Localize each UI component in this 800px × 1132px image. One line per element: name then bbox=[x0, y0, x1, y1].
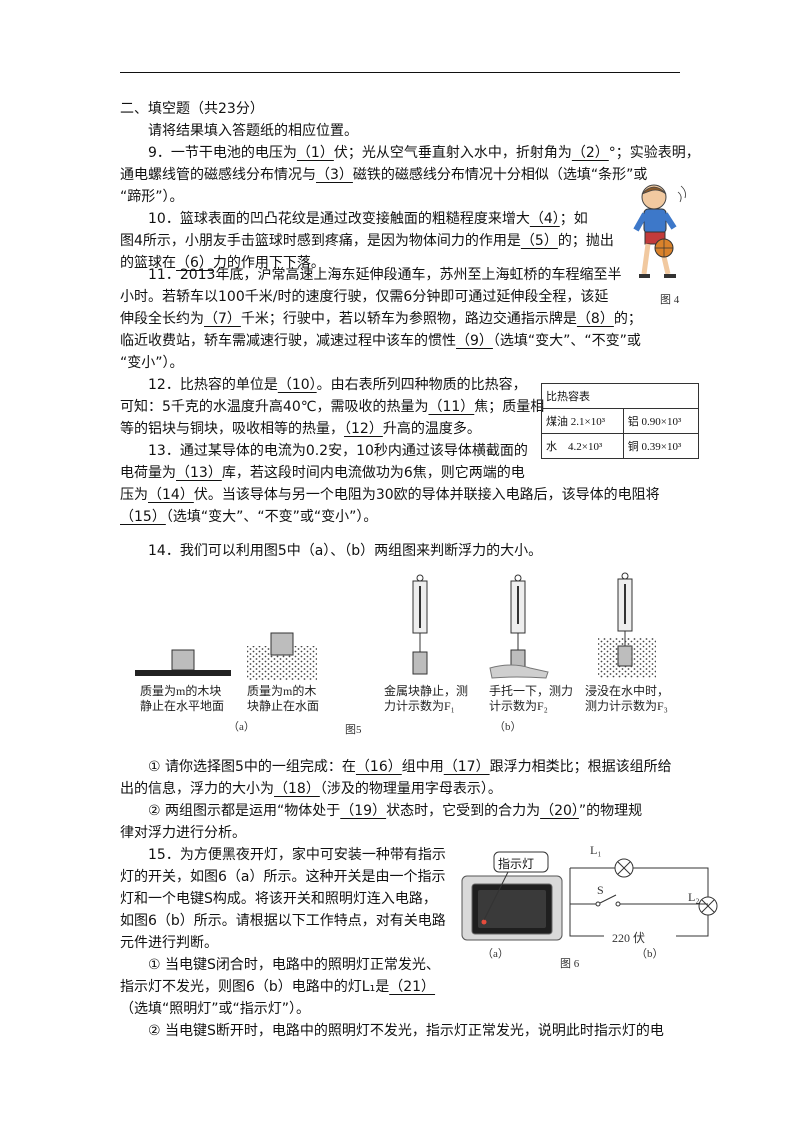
figure-6b-circuit bbox=[569, 858, 718, 944]
blank-2[interactable]: （2） bbox=[571, 145, 609, 161]
blank-5[interactable]: （5） bbox=[520, 233, 558, 249]
fig5-caption-3: 金属块静止，测力计示数为F₁ bbox=[384, 684, 469, 713]
table-cell: 铜 0.39×10³ bbox=[622, 433, 700, 459]
q15-sub1-line3: （选填“照明灯”或“指示灯”）。 bbox=[120, 1001, 311, 1017]
lamp-l2-label: L₂ bbox=[688, 890, 700, 904]
header-rule bbox=[120, 72, 680, 73]
q15-sub2-line1: ② 当电键S断开时，电路中的照明灯不发光，指示灯正常发光，说明此时指示灯的电 bbox=[148, 1023, 664, 1039]
fig5-caption-5: 浸没在水中时，测力计示数为F₃ bbox=[585, 684, 670, 713]
q13-line3: 压为（14）伏。当该导体与另一个电阻为30欧的导体并联接入电路后，该导体的电阻将 bbox=[120, 487, 660, 503]
q10-line1: 10．篮球表面的凹凸花纹是通过改变接触面的粗糙程度来增大（4）；如 bbox=[148, 211, 588, 227]
indicator-callout: 指示灯 bbox=[498, 857, 535, 871]
block-on-ground-diagram bbox=[135, 649, 231, 676]
block-on-water-diagram bbox=[247, 632, 317, 680]
blank-12[interactable]: （12） bbox=[344, 421, 383, 437]
q11-line4: 临近收费站，轿车需减速行驶，减速过程中该车的惯性（9）（选填“变大”、“不变”或 bbox=[120, 333, 641, 349]
blank-3[interactable]: （3） bbox=[316, 167, 353, 183]
blank-10[interactable]: （10） bbox=[277, 377, 317, 393]
q12-line1: 12．比热容的单位是（10）。由右表所列四种物质的比热容， bbox=[148, 377, 527, 393]
blank-4[interactable]: （4） bbox=[529, 211, 560, 227]
blank-19[interactable]: （19） bbox=[340, 803, 387, 819]
figure-5-drawings bbox=[135, 572, 656, 680]
figure-4-label: 图 4 bbox=[660, 294, 680, 306]
lamp-l1-diagram bbox=[614, 858, 634, 878]
q14-sub1-line2: 出的信息，浮力的大小为（18）（涉及的物理量用字母表示）。 bbox=[120, 781, 502, 797]
fig5-caption-1: 质量为m的木块静止在水平地面 bbox=[140, 684, 225, 713]
blank-17[interactable]: （17） bbox=[443, 759, 490, 775]
blank-1[interactable]: （1） bbox=[296, 145, 334, 161]
blank-16[interactable]: （16） bbox=[355, 759, 402, 775]
q13-line1: 13．通过某导体的电流为0.2安，10秒内通过该导体横截面的 bbox=[148, 443, 528, 459]
fig5-label: 图5 bbox=[345, 724, 362, 736]
q11-line2: 小时。若轿车以100千米/时的速度行驶，仅需6分钟即可通过延伸段全程，该延 bbox=[120, 289, 609, 305]
table-title: 比热容表 bbox=[541, 383, 699, 409]
fig5-caption-4: 手托一下，测力计示数为F₂ bbox=[489, 684, 574, 713]
blank-14[interactable]: （14） bbox=[148, 487, 194, 503]
voltage-label: 220 伏 bbox=[612, 931, 646, 945]
switch-s-label: S bbox=[597, 883, 604, 897]
fig6-sub-b: （b） bbox=[636, 948, 664, 960]
q9-line3: “蹄形”）。 bbox=[120, 189, 184, 205]
blank-7[interactable]: （7） bbox=[204, 311, 241, 327]
spring-scale-1-diagram bbox=[412, 574, 428, 675]
q9-line1: 9．一节干电池的电压为（1）伏；光从空气垂直射入水中，折射角为（2）°；实验表明… bbox=[148, 145, 700, 161]
table-cell: 铝 0.90×10³ bbox=[622, 408, 700, 434]
q15-line1: 15．为方便黑夜开灯，家中可安装一种带有指示 bbox=[148, 847, 446, 863]
q13-line4: （15）（选填“变大”、“不变”或“变小”）。 bbox=[120, 509, 378, 525]
switch-s-diagram bbox=[570, 894, 708, 907]
q12-line3: 等的铝块与铜块，吸收相等的热量，（12）升高的温度多。 bbox=[120, 421, 481, 437]
blank-18[interactable]: （18） bbox=[274, 781, 320, 797]
q11-line1: 11．2013年底，沪常高速上海东延伸段通车，苏州至上海虹桥的车程缩至半 bbox=[148, 267, 622, 283]
q14-sub2-line2: 律对浮力进行分析。 bbox=[120, 825, 246, 841]
figure-6a-switch bbox=[461, 851, 563, 941]
q11-line5: “变小”）。 bbox=[120, 355, 184, 371]
blank-11[interactable]: （11） bbox=[428, 399, 475, 415]
q14-sub1-line1: ① 请你选择图5中的一组完成：在（16）组中用（17）跟浮力相类比；根据该组所给 bbox=[148, 759, 672, 775]
q14-sub2-line1: ② 两组图示都是运用“物体处于（19）状态时，它受到的合力为（20）”的物理规 bbox=[148, 803, 643, 819]
q15-line2: 灯的开关，如图6（a）所示。这种开关是由一个指示 bbox=[120, 869, 446, 885]
q15-line3: 灯和一个电键S构成。将该开关和照明灯连入电路， bbox=[120, 891, 437, 907]
blank-20[interactable]: （20） bbox=[540, 803, 579, 819]
section-instruction: 请将结果填入答题纸的相应位置。 bbox=[148, 123, 358, 139]
q10-line3: 的篮球在（6）力的作用下下落。 bbox=[120, 255, 325, 271]
spring-scale-2-diagram bbox=[489, 574, 549, 679]
fig6-label: 图 6 bbox=[560, 958, 580, 970]
section-heading: 二、填空题（共23分） bbox=[120, 101, 264, 117]
blank-15[interactable]: （15） bbox=[120, 509, 166, 525]
blank-13[interactable]: （13） bbox=[176, 465, 222, 481]
q13-line2: 电荷量为（13）库，若这段时间内电流做功为6焦，则它两端的电 bbox=[120, 465, 525, 481]
q11-line3: 伸段全长约为（7）千米；行驶中，若以轿车为参照物，路边交通指示牌是（8）的； bbox=[120, 311, 642, 327]
lamp-l1-label: L₁ bbox=[590, 843, 602, 857]
fig6-sub-a: （a） bbox=[482, 948, 509, 960]
blank-6[interactable]: （6） bbox=[176, 255, 213, 271]
blank-9[interactable]: （9） bbox=[456, 333, 493, 349]
blank-21[interactable]: （21） bbox=[389, 979, 436, 995]
q15-line5: 元件进行判断。 bbox=[120, 935, 218, 951]
table-cell: 煤油 2.1×10³ bbox=[541, 408, 624, 434]
q12-line2: 可知：5千克的水温度升高40℃，需吸收的热量为（11）焦；质量相 bbox=[120, 399, 545, 415]
table-cell: 水 4.2×10³ bbox=[541, 433, 624, 459]
fig5-caption-2: 质量为m的木块静止在水面 bbox=[247, 684, 320, 713]
q15-line4: 如图6（b）所示。请根据以下工作特点，对有关电路 bbox=[120, 913, 446, 929]
q9-line2: 通电螺线管的磁感线分布情况与（3）磁铁的磁感线分布情况十分相似（选填“条形”或 bbox=[120, 167, 648, 183]
q15-sub1-line2: 指示灯不发光，则图6（b）电路中的灯L₁是（21） bbox=[120, 979, 436, 995]
q15-sub1-line1: ① 当电键S闭合时，电路中的照明灯正常发光、 bbox=[148, 957, 440, 973]
lamp-l2-diagram bbox=[698, 896, 718, 916]
spring-scale-3-diagram bbox=[598, 572, 656, 678]
figure-4-basketball-boy bbox=[633, 184, 686, 278]
q14-line1: 14．我们可以利用图5中（a）、（b）两组图来判断浮力的大小。 bbox=[148, 543, 543, 559]
blank-8[interactable]: （8） bbox=[576, 311, 614, 327]
q10-line2: 图4所示，小朋友手击篮球时感到疼痛，是因为物体间力的作用是（5）的；抛出 bbox=[120, 233, 614, 249]
fig5-sub-a: （a） bbox=[228, 721, 255, 733]
fig5-sub-b: （b） bbox=[494, 721, 522, 733]
